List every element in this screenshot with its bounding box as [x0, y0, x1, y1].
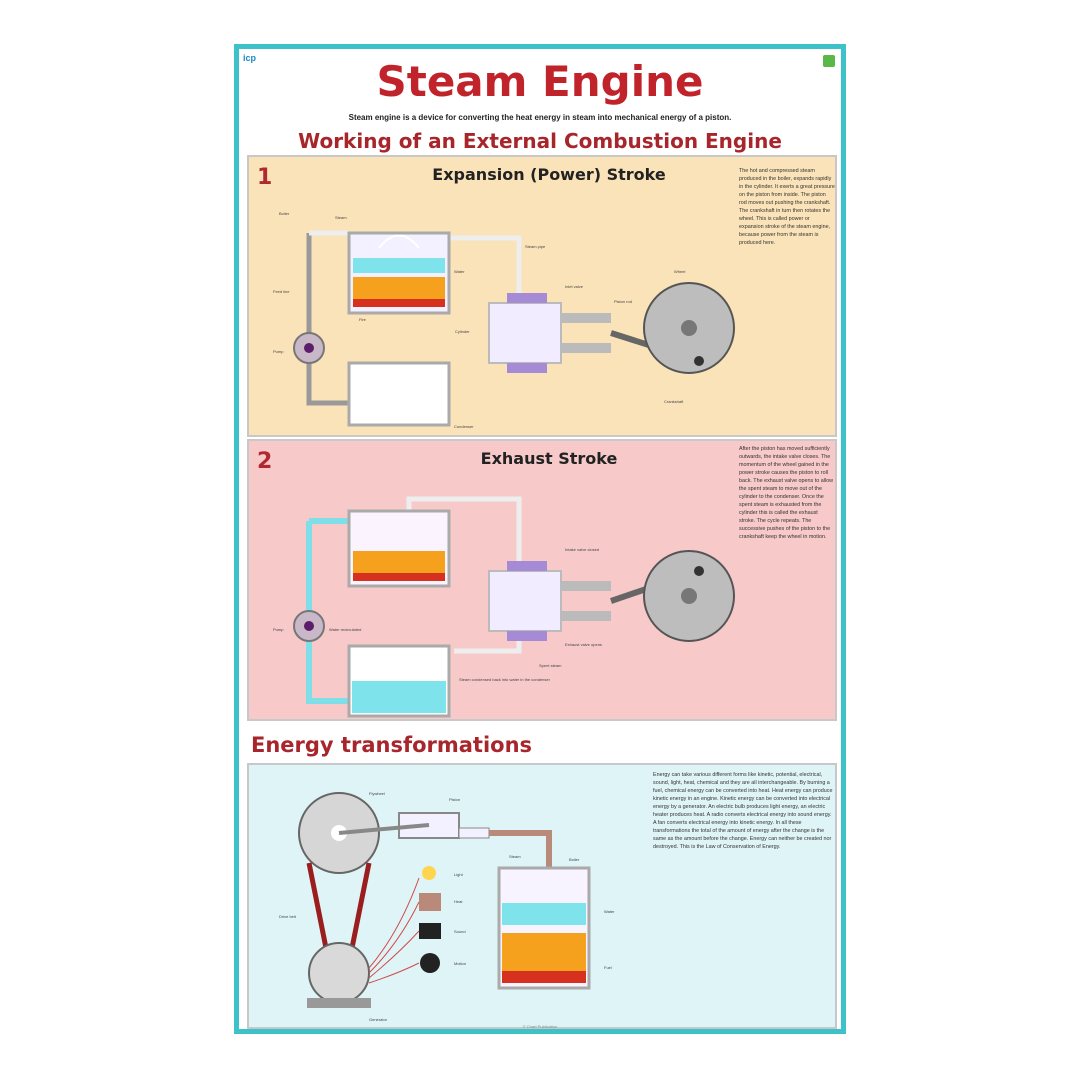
- svg-text:Generator: Generator: [369, 1017, 388, 1022]
- svg-text:Motion: Motion: [454, 961, 466, 966]
- panel-title: Expansion (Power) Stroke: [432, 165, 666, 184]
- svg-text:Water recirculated: Water recirculated: [329, 627, 361, 632]
- svg-text:Sound: Sound: [454, 929, 466, 934]
- svg-text:Fire: Fire: [359, 317, 367, 322]
- svg-text:Wheel: Wheel: [674, 269, 685, 274]
- svg-text:Boiler: Boiler: [569, 857, 580, 862]
- energy-description: Energy can take various different forms …: [653, 772, 833, 850]
- svg-text:Cylinder: Cylinder: [455, 329, 470, 334]
- svg-text:Pump: Pump: [273, 349, 284, 354]
- expansion-stroke-diagram: Boiler Steam Feed line Water Steam pipe …: [273, 211, 735, 429]
- svg-text:Fuel: Fuel: [604, 965, 612, 970]
- panel-number: 2: [257, 449, 273, 474]
- svg-text:Heat: Heat: [454, 899, 463, 904]
- panel-expansion-stroke: 1 Expansion (Power) Stroke The hot and c…: [247, 155, 837, 437]
- panel-description: The hot and compressed steam produced in…: [739, 168, 835, 246]
- panel-title: Exhaust Stroke: [480, 449, 618, 468]
- panel-exhaust-stroke: 2 Exhaust Stroke After the piston has mo…: [247, 439, 837, 721]
- section-heading: Working of an External Combustion Engine: [298, 129, 782, 153]
- leaf-icon: [823, 55, 835, 67]
- svg-text:Steam: Steam: [335, 215, 347, 220]
- svg-text:Steam: Steam: [509, 854, 521, 859]
- panel-description: After the piston has moved sufficiently …: [739, 446, 833, 540]
- svg-text:Exhaust valve opens: Exhaust valve opens: [565, 642, 602, 647]
- energy-diagram: Flywheel Piston Steam Boiler Water Fuel …: [279, 791, 615, 1022]
- footer-text: © Chart Publication: [522, 1024, 558, 1029]
- svg-text:Water: Water: [604, 909, 615, 914]
- poster: icp Steam Engine Steam engine is a devic…: [234, 44, 846, 1034]
- svg-text:Pump: Pump: [273, 627, 284, 632]
- svg-text:Steam condensed back into wate: Steam condensed back into water in the c…: [459, 677, 551, 682]
- svg-text:Condenser: Condenser: [454, 424, 474, 429]
- panel-energy-transformations: Energy can take various different forms …: [247, 763, 837, 1029]
- svg-text:Flywheel: Flywheel: [369, 791, 385, 796]
- energy-title: Energy transformations: [251, 733, 533, 757]
- poster-subtitle: Steam engine is a device for converting …: [348, 113, 732, 122]
- publisher-logo: icp: [243, 53, 257, 63]
- svg-text:Light: Light: [454, 872, 464, 877]
- svg-text:Piston rod: Piston rod: [614, 299, 632, 304]
- poster-title: Steam Engine: [376, 57, 704, 106]
- svg-text:Inlet valve: Inlet valve: [565, 284, 584, 289]
- exhaust-stroke-diagram: Intake valve closed Pump Water recircula…: [273, 496, 735, 718]
- svg-text:Spent steam: Spent steam: [539, 663, 562, 668]
- svg-text:Intake valve closed: Intake valve closed: [565, 547, 599, 552]
- svg-text:Feed line: Feed line: [273, 289, 290, 294]
- panel-number: 1: [257, 165, 273, 190]
- svg-text:Water: Water: [454, 269, 465, 274]
- svg-text:Piston: Piston: [449, 797, 460, 802]
- svg-text:Crankshaft: Crankshaft: [664, 399, 684, 404]
- svg-text:Boiler: Boiler: [279, 211, 290, 216]
- svg-text:Drive belt: Drive belt: [279, 914, 297, 919]
- svg-text:Steam pipe: Steam pipe: [525, 244, 546, 249]
